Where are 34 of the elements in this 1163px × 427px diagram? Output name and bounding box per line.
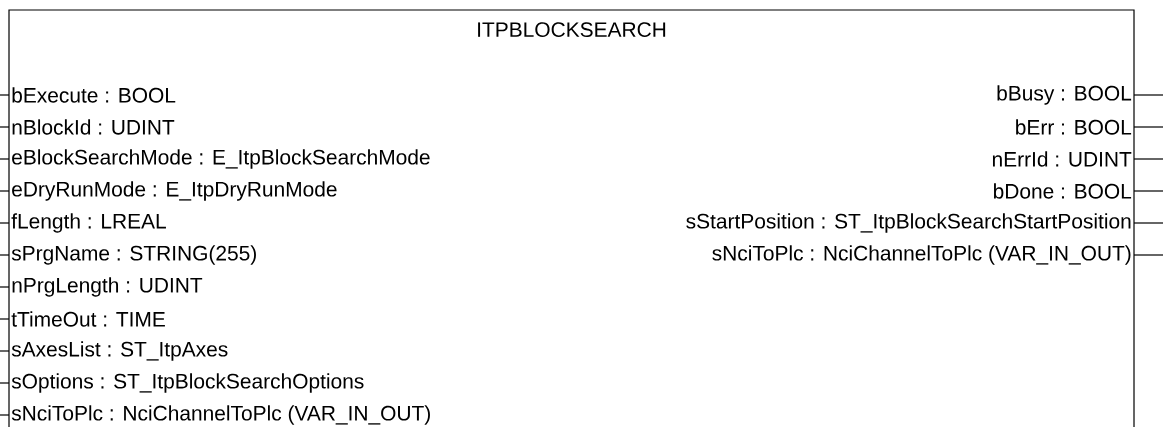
- pin-label: nPrgLength : UDINT: [12, 277, 203, 297]
- pin-line: [0, 126, 10, 128]
- pin-line: [0, 190, 10, 192]
- pin-line: [0, 350, 10, 352]
- pin-line: [0, 318, 10, 320]
- pin-label: bDone : BOOL: [994, 183, 1132, 199]
- pin-label: sNciToPlc : NciChannelToPlc (VAR_IN_OUT): [712, 245, 1131, 265]
- pin-label: sAxesList : ST_ItpAxes: [11, 341, 228, 361]
- pin-line: [0, 286, 10, 288]
- pin-line: [0, 158, 10, 160]
- pin-line: [0, 254, 10, 256]
- pin-label: bExecute : BOOL: [12, 87, 176, 103]
- pin-line: [0, 382, 10, 384]
- pin-line: [1133, 190, 1163, 192]
- pin-label: fLength : LREAL: [11, 213, 166, 233]
- pin-line: [1133, 158, 1163, 160]
- pin-line: [1133, 94, 1163, 96]
- pin-label: sOptions : ST_ItpBlockSearchOptions: [11, 373, 364, 393]
- pin-label: sPrgName : STRING(255): [11, 245, 256, 265]
- pin-label: sNciToPlc : NciChannelToPlc (VAR_IN_OUT): [11, 405, 430, 425]
- pin-line: [0, 94, 10, 96]
- pin-label: nErrId : UDINT: [992, 151, 1132, 167]
- pin-line: [0, 222, 10, 224]
- pin-label: bErr : BOOL: [1016, 119, 1132, 135]
- pin-label: nBlockId : UDINT: [12, 119, 175, 135]
- pin-label: tTimeOut : TIME: [11, 311, 165, 327]
- pin-line: [0, 414, 10, 416]
- pin-label: eDryRunMode : E_ItpDryRunMode: [12, 181, 337, 201]
- pin-line: [1133, 222, 1163, 224]
- pin-label: sStartPosition : ST_ItpBlockSearchStartPosition: [686, 213, 1131, 233]
- pin-line: [1133, 126, 1163, 128]
- pin-label: eBlockSearchMode : E_ItpBlockSearchMode: [12, 149, 430, 169]
- pin-line: [1133, 254, 1163, 256]
- pin-label: bBusy : BOOL: [997, 85, 1132, 105]
